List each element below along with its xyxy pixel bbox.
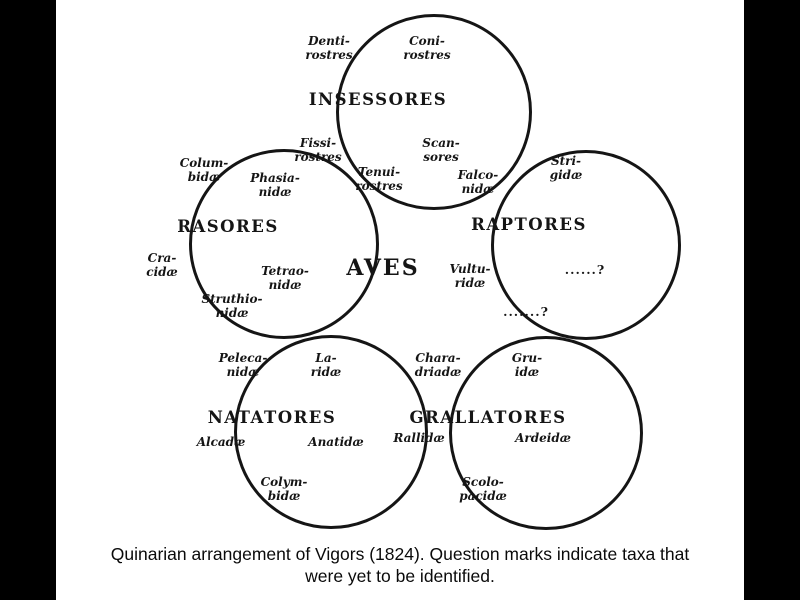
order-name-grallatores: GRALLATORES	[409, 408, 567, 427]
taxon-columbidae: Colum- bidæ	[179, 156, 229, 184]
taxon-laridae: La- ridæ	[310, 351, 342, 379]
order-name-insessores: INSESSORES	[308, 90, 448, 109]
taxon-struthionidae: Struthio- nidæ	[201, 292, 263, 320]
taxon-fissirostres: Fissi- rostres	[294, 136, 342, 164]
circle-raptores	[491, 150, 681, 340]
taxon-rallidae: Rallidæ	[393, 431, 445, 445]
taxon-ardeidae: Ardeidæ	[515, 431, 571, 445]
taxon-unknown-bottom: .......?	[503, 304, 549, 319]
taxon-colymbidae: Colym- bidæ	[260, 475, 308, 503]
taxon-alcadae: Alcadæ	[196, 435, 246, 449]
taxon-anatidae: Anatidæ	[308, 435, 364, 449]
circle-insessores	[336, 14, 532, 210]
taxon-falconidae: Falco- nidæ	[457, 168, 499, 196]
taxon-conirostres: Coni- rostres	[403, 34, 451, 62]
taxon-unknown-right: ......?	[564, 262, 606, 277]
taxon-pelecanidae: Peleca- nidæ	[218, 351, 268, 379]
circle-natatores	[234, 335, 428, 529]
taxon-vulturidae: Vultu- ridæ	[449, 262, 491, 290]
center-label-aves: AVES	[346, 255, 420, 281]
circle-grallatores	[449, 336, 643, 530]
order-name-rasores: RASORES	[177, 217, 279, 236]
order-name-natatores: NATATORES	[207, 408, 337, 427]
taxon-tetraonidae: Tetrao- nidæ	[261, 264, 309, 292]
figure-panel	[56, 0, 744, 600]
taxon-strigidae: Stri- gidæ	[549, 154, 583, 182]
taxon-scolopacidae: Scolo- pacidæ	[459, 475, 507, 503]
taxon-dentirostres: Denti- rostres	[305, 34, 353, 62]
taxon-phasianidae: Phasia- nidæ	[250, 171, 300, 199]
taxon-charadriadae: Chara- driadæ	[414, 351, 462, 379]
taxon-gruidae: Gru- idæ	[511, 351, 543, 379]
taxon-scansores: Scan- sores	[422, 136, 460, 164]
taxon-tenuirostres: Tenui- rostres	[355, 165, 403, 193]
circle-rasores	[189, 149, 379, 339]
figure-caption: Quinarian arrangement of Vigors (1824). …	[110, 544, 690, 586]
order-name-raptores: RAPTORES	[471, 215, 587, 234]
taxon-cracidae: Cra- cidæ	[146, 251, 178, 279]
